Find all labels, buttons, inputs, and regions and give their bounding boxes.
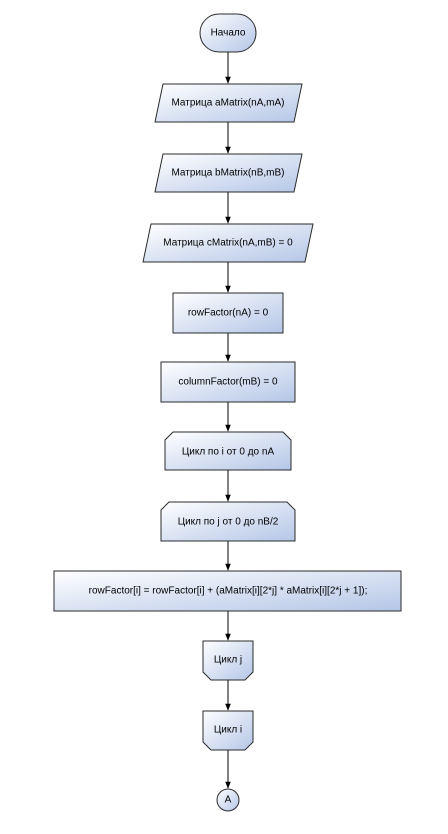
node-loop-j-end: Цикл j	[202, 640, 254, 681]
node-row-factor-init: rowFactor(nA) = 0	[172, 292, 284, 334]
node-start-label: Начало	[211, 28, 246, 39]
node-column-factor-init-label: columnFactor(mB) = 0	[178, 377, 278, 388]
node-column-factor-init: columnFactor(mB) = 0	[160, 361, 296, 403]
node-loop-i-end: Цикл i	[202, 710, 254, 751]
node-row-factor-init-label: rowFactor(nA) = 0	[188, 308, 269, 319]
node-row-factor-calc-label: rowFactor[i] = rowFactor[i] + (aMatrix[i…	[89, 586, 368, 597]
node-loop-j-end-label: Цикл j	[214, 655, 242, 666]
node-row-factor-calc: rowFactor[i] = rowFactor[i] + (aMatrix[i…	[53, 570, 402, 612]
node-loop-i-begin-label: Цикл по i от 0 до nA	[182, 447, 275, 458]
node-loop-j-begin: Цикл по j от 0 до nB/2	[160, 501, 296, 542]
node-a-matrix-label: Матрица aMatrix(nA,mA)	[171, 98, 284, 109]
node-connector-a-label: A	[225, 795, 232, 806]
node-loop-i-begin: Цикл по i от 0 до nA	[164, 431, 292, 471]
node-start: Начало	[199, 13, 257, 53]
node-c-matrix: Матрица cMatrix(nA,mB) = 0	[142, 223, 314, 263]
node-loop-i-end-label: Цикл i	[214, 725, 242, 736]
node-b-matrix-label: Матрица bMatrix(nB,mB)	[171, 168, 284, 179]
node-a-matrix: Матрица aMatrix(nA,mA)	[154, 83, 303, 123]
node-loop-j-begin-label: Цикл по j от 0 до nB/2	[178, 517, 279, 528]
node-connector-a: A	[216, 788, 240, 812]
node-c-matrix-label: Матрица cMatrix(nA,mB) = 0	[163, 238, 293, 249]
node-b-matrix: Матрица bMatrix(nB,mB)	[154, 153, 303, 193]
